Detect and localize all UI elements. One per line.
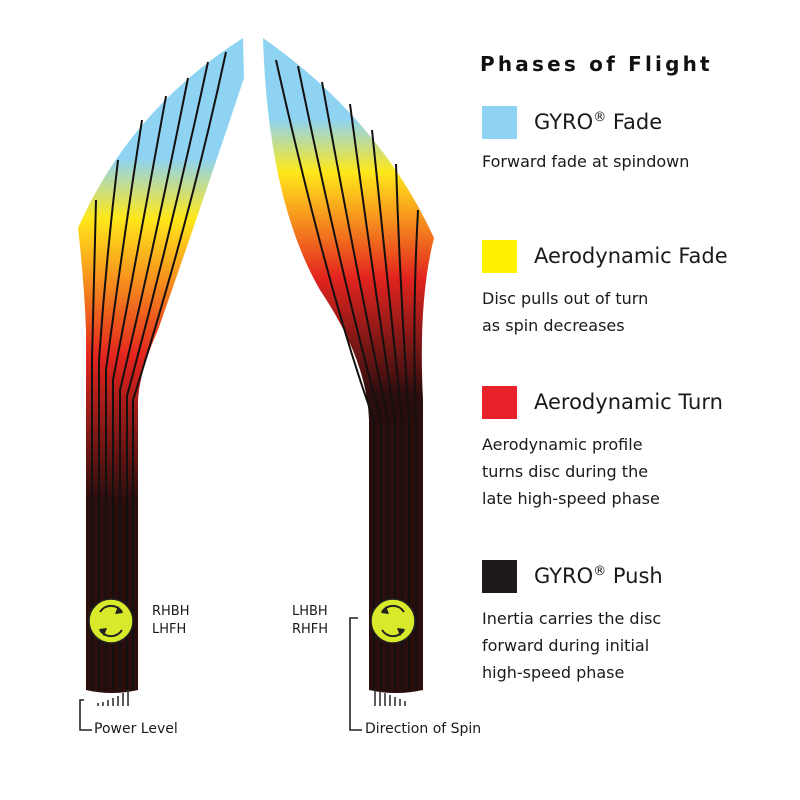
left-spin-disc-icon bbox=[88, 598, 134, 644]
right-spin-disc-icon bbox=[370, 598, 416, 644]
phase-name: GYRO® Fade bbox=[534, 110, 663, 134]
legend-title: Phases of Flight bbox=[480, 52, 713, 76]
phase-description: Forward fade at spindown bbox=[482, 152, 690, 171]
phase-description: Inertia carries the disc forward during … bbox=[482, 609, 662, 682]
gyro-push-swatch bbox=[482, 560, 517, 593]
direction-of-spin-icon bbox=[374, 690, 406, 706]
left-flight-line bbox=[119, 77, 189, 690]
left-flight-line bbox=[105, 119, 143, 690]
aerodynamic-turn-swatch bbox=[482, 386, 517, 419]
right-flight-line bbox=[349, 103, 396, 690]
left-flight-line bbox=[98, 159, 119, 690]
right-flight-line bbox=[321, 81, 389, 690]
aerodynamic-fade-swatch bbox=[482, 240, 517, 273]
phase-name: GYRO® Push bbox=[534, 564, 663, 588]
gyro-fade-swatch bbox=[482, 106, 517, 139]
left-throw-types: RHBH LHFH bbox=[152, 604, 190, 637]
right-flight-lines bbox=[275, 59, 419, 690]
left-flight-line bbox=[112, 95, 167, 690]
power-level-icon bbox=[97, 690, 129, 706]
phase-name: Aerodynamic Turn bbox=[534, 390, 723, 414]
left-flight-lines bbox=[91, 51, 227, 690]
phase-name: Aerodynamic Fade bbox=[534, 244, 728, 268]
right-flight-line bbox=[413, 209, 419, 690]
phase-description: Disc pulls out of turn as spin decreases bbox=[482, 289, 649, 335]
left-flight-line bbox=[126, 61, 209, 690]
direction-of-spin-caption: Direction of Spin bbox=[365, 721, 482, 737]
right-flight-shape bbox=[263, 38, 434, 693]
right-throw-types: LHBH RHFH bbox=[292, 604, 329, 637]
direction-of-spin-bracket bbox=[349, 617, 362, 731]
right-flight-line bbox=[275, 59, 375, 690]
left-flight-line bbox=[91, 199, 97, 690]
phase-description: Aerodynamic profile turns disc during th… bbox=[482, 435, 660, 508]
right-flight-line bbox=[395, 163, 410, 690]
right-flight-line bbox=[371, 129, 403, 690]
power-level-caption: Power Level bbox=[94, 721, 178, 737]
power-level-bracket bbox=[79, 699, 92, 731]
right-flight-line bbox=[297, 65, 382, 690]
left-flight-line bbox=[132, 51, 227, 690]
